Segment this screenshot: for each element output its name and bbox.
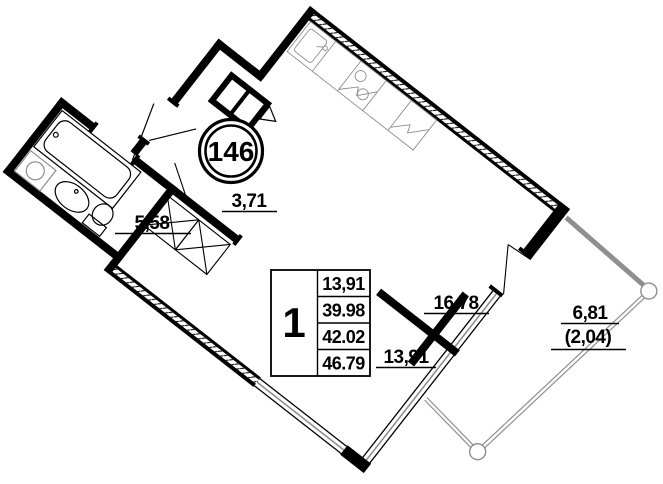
room-labels: 5,58 3,71 16,78 13,91 6,81 (2,04) [115, 191, 626, 369]
hall-wall-end-cap [232, 234, 243, 246]
table-rooms-count: 1 [282, 299, 305, 346]
room-label-kitchen-living: 16,78 [433, 293, 478, 314]
washing-machine-icon [13, 149, 57, 192]
table-value-living-area: 13,91 [322, 274, 365, 294]
wall-bathroom-bottom [2, 165, 125, 264]
bathroom-door-jamb [129, 154, 141, 166]
wardrobe-cabinets [143, 194, 232, 276]
balcony-structure [424, 215, 658, 461]
table-value-total-with-balcony: 46.79 [322, 354, 365, 374]
hall-door-leaf [174, 162, 190, 207]
wall-bathroom-left [2, 97, 68, 177]
kitchen-counter [286, 20, 438, 151]
wall-vestibule-top [213, 38, 266, 82]
room-label-bedroom: 13,91 [383, 347, 429, 368]
room-label-balcony-reduced: (2,04) [565, 327, 612, 348]
wall-bottom-hatched [103, 260, 261, 387]
counter-break-line [390, 124, 430, 134]
table-value-total-area: 42.02 [322, 327, 365, 347]
bathtub-icon [32, 109, 142, 210]
balcony-corner-post [640, 282, 658, 300]
balcony-corner-post [468, 442, 487, 461]
wall-bathroom-top-left [56, 97, 97, 132]
balcony-divider-wall [564, 215, 651, 292]
room-label-balcony: 6,81 [573, 303, 609, 324]
vent-flag-icon [258, 105, 277, 123]
wall-right-solid [521, 201, 571, 260]
toilet-icon [81, 203, 114, 238]
wall-corner-pier [340, 445, 372, 474]
kitchen-sink-icon [294, 28, 328, 63]
wall-top-hatched [302, 6, 571, 219]
entry-door-jamb [166, 96, 180, 108]
bathroom-door-leaf [131, 103, 155, 161]
balcony-door-jamb [488, 284, 504, 298]
unit-badge: 146 [197, 117, 265, 185]
stove-icon [338, 70, 378, 101]
window-bottom [253, 378, 348, 455]
table-value-apartment-area: 39.98 [322, 301, 365, 321]
wall-partition-v [407, 291, 469, 367]
wall-vestibule-left [169, 38, 225, 107]
wall-partition-h [376, 288, 460, 357]
bathroom-door-jamb [88, 121, 99, 134]
area-summary-table: 1 13,91 39.98 42.02 46.79 [270, 269, 371, 377]
wall-apex-left [257, 6, 317, 79]
wall-bathroom-top-right [131, 155, 239, 242]
balcony-door-leaf [503, 244, 531, 295]
wall-vestibule-left-lower [130, 137, 148, 157]
room-label-bathroom: 5,58 [135, 213, 170, 234]
bathroom-fixtures [13, 109, 142, 238]
room-label-hallway: 3,71 [232, 191, 268, 212]
entry-door-leaf [148, 128, 197, 142]
vent-shaft-box [207, 71, 277, 134]
window-right [357, 290, 501, 470]
unit-badge-number: 146 [208, 136, 255, 167]
balcony-door-jamb [518, 246, 534, 260]
sink-icon [54, 181, 90, 213]
